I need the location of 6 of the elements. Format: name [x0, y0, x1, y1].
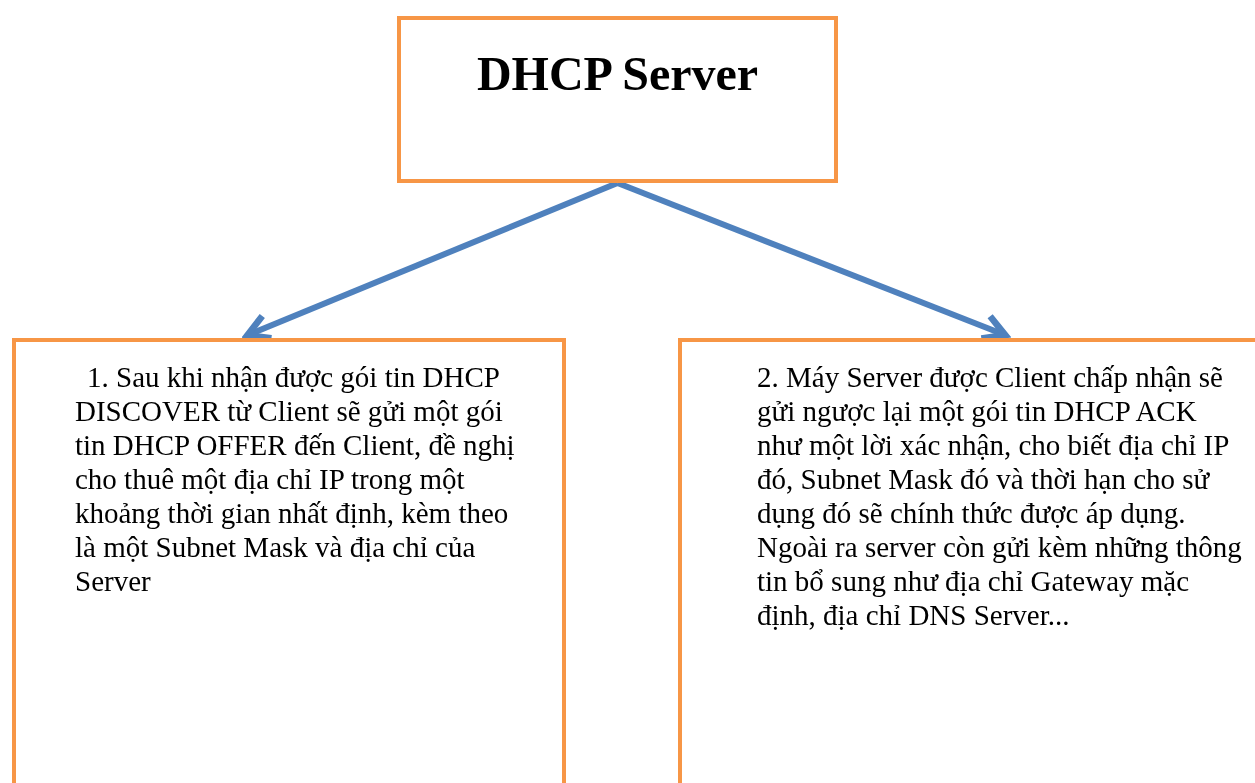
box-title: DHCP Server: [476, 48, 759, 101]
process-box: [678, 338, 1255, 783]
box-text: 2. Máy Server được Client chấp nhận sẽ gửi ngược lại một gói tin DHCP ACK như một lời xác nhận, cho biết địa chỉ IP đó, Subnet Mask đó và thời hạn cho sử dụng đó sẽ chính thức được áp dụng. Ngoài ra server còn gửi kèm những thông tin bổ sung như địa chỉ Gateway mặc định, địa chỉ DNS Server...: [757, 360, 1243, 632]
box-text: 1. Sau khi nhận được gói tin DHCP DISCOVER từ Client sẽ gửi một gói tin DHCP OFFER đến Client, đề nghị cho thuê một địa chỉ IP trong một khoảng thời gian nhất định, kèm theo là một Subnet Mask và địa chỉ của Server: [75, 360, 516, 598]
process-box: [12, 338, 566, 783]
process-box: [397, 16, 838, 183]
